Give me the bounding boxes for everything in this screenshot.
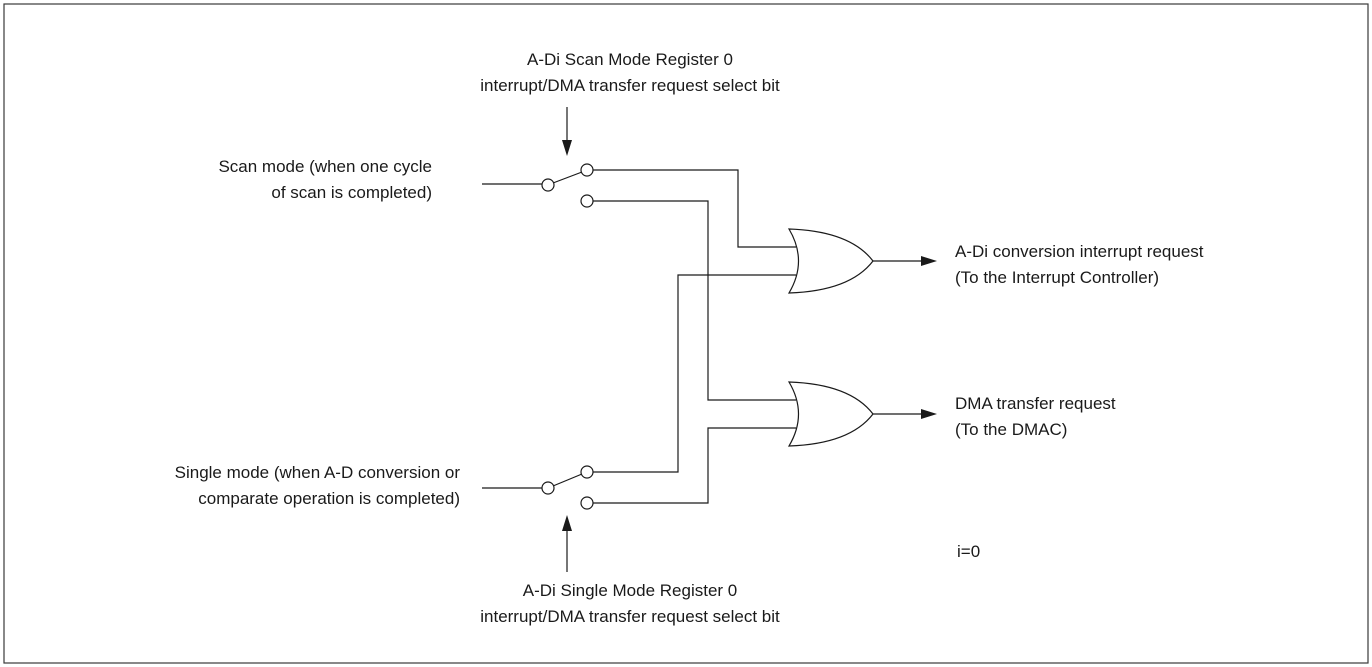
top-register-label-line2: interrupt/DMA transfer request select bi…: [480, 76, 780, 95]
scan-mode-label-line2: of scan is completed): [271, 183, 432, 202]
single-switch-pivot: [541, 481, 555, 495]
dma-or-gate: [787, 381, 874, 447]
single-mode-label-line2: comparate operation is completed): [198, 489, 460, 508]
scan-switch-contact-lower: [580, 194, 594, 208]
index-note: i=0: [957, 542, 980, 561]
interrupt-output-label-line1: A-Di conversion interrupt request: [955, 242, 1204, 261]
wire-single-interrupt: [593, 274, 796, 473]
dma-output-label-line1: DMA transfer request: [955, 394, 1116, 413]
wire-scan-dma: [593, 200, 796, 401]
bottom-select-arrowhead: [562, 515, 572, 531]
scan-switch-pivot: [541, 178, 555, 192]
single-switch-blade: [552, 473, 583, 487]
scan-switch-blade: [552, 171, 583, 184]
interrupt-output-label-line2: (To the Interrupt Controller): [955, 268, 1159, 287]
scan-switch-contact-upper: [580, 163, 594, 177]
top-register-label-line1: A-Di Scan Mode Register 0: [527, 50, 733, 69]
dma-output-arrowhead: [921, 409, 937, 419]
single-switch-contact-upper: [580, 465, 594, 479]
bottom-register-label-line1: A-Di Single Mode Register 0: [523, 581, 737, 600]
top-select-arrowhead: [562, 140, 572, 156]
bottom-register-label-line2: interrupt/DMA transfer request select bi…: [480, 607, 780, 626]
wire-single-dma: [593, 427, 796, 504]
single-switch-contact-lower: [580, 496, 594, 510]
scan-mode-label-line1: Scan mode (when one cycle: [218, 157, 432, 176]
interrupt-output-arrowhead: [921, 256, 937, 266]
diagram-frame: [3, 3, 1369, 664]
wire-scan-interrupt: [593, 169, 796, 248]
dma-output-label-line2: (To the DMAC): [955, 420, 1067, 439]
interrupt-or-gate: [787, 228, 874, 294]
single-mode-label-line1: Single mode (when A-D conversion or: [175, 463, 461, 482]
